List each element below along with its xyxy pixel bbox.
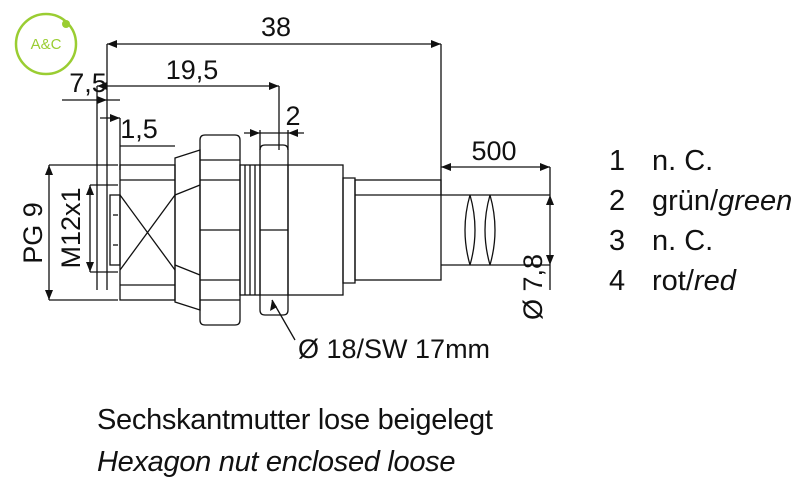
- pin-item: 3 n. C.: [609, 225, 713, 257]
- pin-label: n. C.: [652, 225, 713, 257]
- connector-outline: [48, 43, 551, 341]
- logo-text: A&C: [31, 36, 62, 53]
- dim-metric-thread: M12x1: [56, 187, 86, 268]
- pin-number: 3: [609, 225, 625, 257]
- dim-nut-size: Ø 18/SW 17mm: [298, 334, 490, 364]
- dim-body-length: 19,5: [166, 55, 219, 85]
- dim-cable-length: 500: [471, 136, 516, 166]
- dim-thread-step: 1,5: [120, 114, 158, 144]
- pin-label: rot/red: [652, 265, 737, 297]
- dim-pg-thread: PG 9: [18, 202, 48, 264]
- note-german: Sechskantmutter lose beigelegt: [97, 404, 493, 436]
- pin-number: 2: [609, 185, 625, 217]
- note-english: Hexagon nut enclosed loose: [97, 446, 456, 478]
- pin-item: 4 rot/red: [609, 265, 737, 297]
- pin-item: 1 n. C.: [609, 145, 713, 177]
- dim-overall-length: 38: [261, 12, 291, 42]
- dim-cable-diameter: Ø 7,8: [518, 254, 548, 320]
- pin-number: 4: [609, 265, 625, 297]
- dim-flange-gap: 2: [285, 101, 300, 131]
- pin-label: grün/green: [652, 185, 792, 217]
- pin-item: 2 grün/green: [609, 185, 792, 217]
- pin-number: 1: [609, 145, 625, 177]
- dimension-arrows: [45, 40, 554, 311]
- pin-assignment-list: 1 n. C. 2 grün/green 3 n. C. 4 rot/red: [609, 145, 792, 297]
- pin-label: n. C.: [652, 145, 713, 177]
- dim-front-length: 7,5: [69, 68, 107, 98]
- brand-logo: A&C: [14, 12, 78, 76]
